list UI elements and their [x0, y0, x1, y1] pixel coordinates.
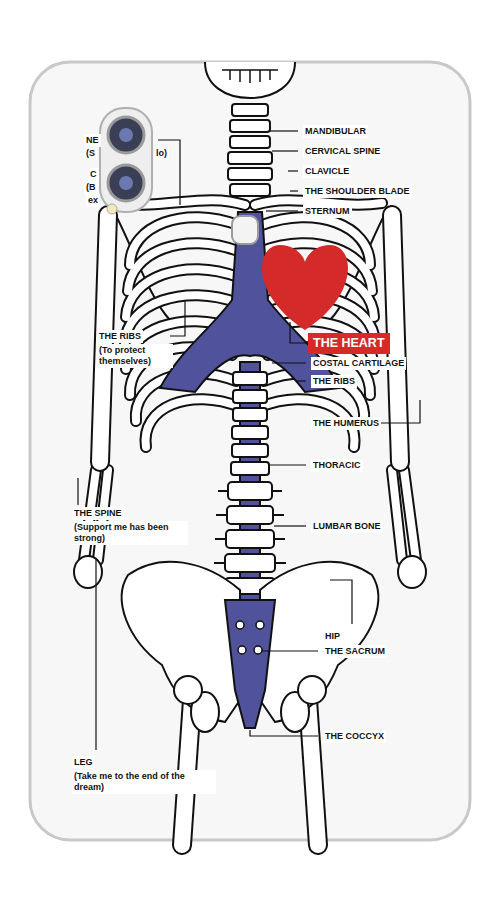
part-label: (Support me has been strong)	[72, 521, 188, 545]
heart-label-box: THE HEART	[308, 333, 390, 354]
part-label: COSTAL CARTILAGE	[311, 357, 406, 370]
part-label: LEG	[72, 756, 95, 769]
part-label: ex	[86, 194, 100, 207]
part-label: C	[88, 168, 99, 181]
part-label: THE COCCYX	[323, 730, 386, 743]
part-label: (Take me to the end of the dream)	[72, 770, 216, 794]
part-label: lo)	[154, 147, 169, 160]
part-label: THORACIC	[311, 459, 363, 472]
part-label: STERNUM	[303, 205, 352, 218]
part-label: HIP	[323, 630, 342, 643]
part-label: CLAVICLE	[303, 165, 351, 178]
part-label: THE SHOULDER BLADE	[303, 185, 412, 198]
heart-label: THE HEART	[313, 336, 385, 351]
part-label: THE RIBS	[97, 330, 143, 343]
part-label: NE	[84, 134, 101, 147]
part-label: CERVICAL SPINE	[303, 145, 382, 158]
part-label: (To protect themselves)	[97, 344, 173, 368]
part-label: THE HUMERUS	[311, 417, 381, 430]
part-label: (S	[84, 147, 97, 160]
part-label: THE SACRUM	[323, 645, 387, 658]
part-label: THE RIBS	[311, 375, 357, 388]
part-label: (B	[84, 181, 98, 194]
part-label: MANDIBULAR	[303, 125, 368, 138]
part-label: THE SPINE	[72, 507, 124, 520]
part-label: LUMBAR BONE	[311, 520, 383, 533]
